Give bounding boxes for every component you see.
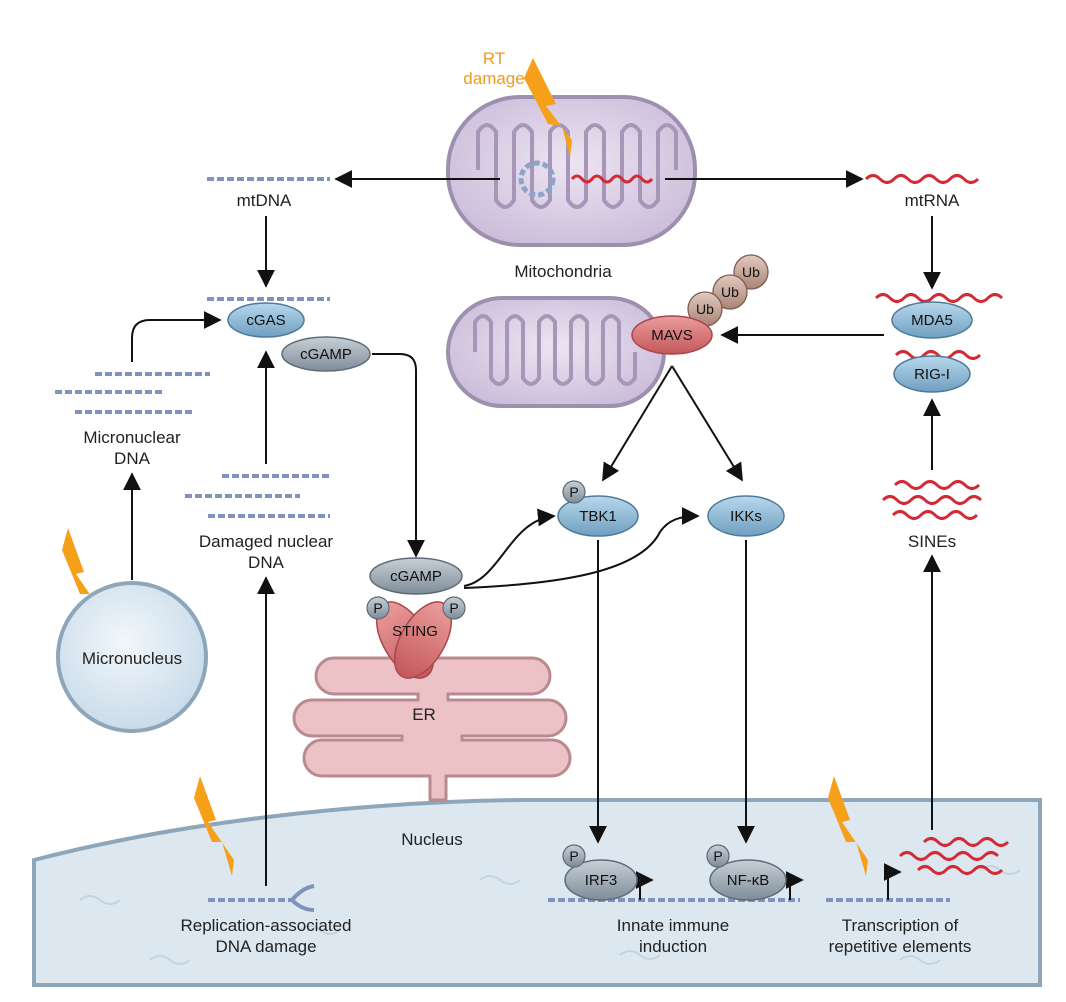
arrow-mavs-to-ikks [671, 365, 743, 482]
innate-label-line2: induction [639, 937, 707, 956]
sting-phospho-right-label: P [449, 600, 458, 616]
nucleus-label: Nucleus [401, 830, 462, 849]
mtrna-label: mtRNA [905, 191, 960, 210]
transcribed-rna-strands [898, 837, 1010, 875]
innate-label-line1: Innate immune [617, 916, 729, 935]
arrow-sting-to-tbk1 [463, 508, 556, 587]
arrows [123, 170, 941, 900]
sines-rna-strands [881, 480, 983, 520]
nucleus [32, 798, 1042, 987]
damaged-nuclear-dna-label-line1: Damaged nuclear [199, 532, 334, 551]
micronuclear-dna-label-line1: Micronuclear [83, 428, 181, 447]
ub-label-2: Ub [721, 284, 739, 300]
transcription-label-line1: Transcription of [842, 916, 959, 935]
rigi-node [893, 355, 971, 393]
mitochondrion-top [446, 95, 697, 247]
mitochondria-label: Mitochondria [514, 262, 612, 281]
replication-label-line2: DNA damage [215, 937, 316, 956]
tbk1-phospho [562, 480, 586, 504]
rt-damage-label-line1: RT [483, 49, 505, 68]
sting-phospho-left-label: P [373, 600, 382, 616]
tbk1-label: TBK1 [579, 508, 617, 525]
irf3-node [564, 859, 638, 901]
irf3-phospho [562, 844, 586, 868]
nfkb-label: NF-κB [727, 872, 770, 889]
promoter-arrow-nfkb [785, 871, 804, 900]
ub-label-1: Ub [696, 301, 714, 317]
lightning-icon-rt [524, 58, 572, 158]
cgas-node [227, 302, 305, 338]
cgamp-sting-label: cGAMP [390, 568, 442, 585]
ikks-label: IKKs [730, 508, 762, 525]
replication-label-line1: Replication-associated [180, 916, 351, 935]
ub-label-3: Ub [742, 264, 760, 280]
transcription-label-line2: repetitive elements [829, 937, 972, 956]
arrow-micronuclear-to-cgas [131, 311, 222, 362]
damaged-nuclear-dna-strands [185, 474, 330, 518]
sting-phospho-right [442, 596, 466, 620]
promoter-arrow-repetitive [883, 863, 902, 900]
endoplasmic-reticulum [292, 656, 572, 802]
irf3-phospho-label: P [569, 848, 578, 864]
cgamp-top-node [281, 336, 371, 372]
promoter-arrow-irf3 [635, 871, 654, 900]
mavs-label: MAVS [651, 327, 692, 344]
cgamp-top-label: cGAMP [300, 346, 352, 363]
cgamp-sting-node [369, 557, 463, 595]
mda5-rna-strand [874, 293, 1004, 360]
micronucleus [56, 581, 208, 733]
tbk1-node [557, 495, 639, 537]
mitochondrion-bottom [446, 296, 666, 408]
ikks-node [707, 495, 785, 537]
lightning-icon-micronucleus [62, 528, 102, 628]
er-label: ER [412, 705, 436, 724]
cgas-label: cGAS [246, 312, 285, 329]
lightning-icon-replication [194, 776, 234, 876]
nfkb-phospho [706, 844, 730, 868]
ub-node-2 [712, 274, 748, 310]
micronucleus-label: Micronucleus [82, 649, 182, 668]
arrow-mavs-to-tbk1 [602, 365, 673, 482]
arrow-sting-to-ikks [463, 507, 700, 589]
rt-damage-label-line2: damage [463, 69, 524, 88]
irf3-label: IRF3 [585, 872, 618, 889]
sines-label: SINEs [908, 532, 956, 551]
damaged-nuclear-dna-label-line2: DNA [248, 553, 285, 572]
micronuclear-dna-strands [55, 372, 210, 414]
replication-dna-strand [208, 884, 315, 912]
sting-phospho-left [366, 596, 390, 620]
tbk1-phospho-label: P [569, 484, 578, 500]
arrow-cgamp-to-sting [372, 353, 425, 558]
nfkb-phospho-label: P [713, 848, 722, 864]
rigi-label: RIG-I [914, 366, 950, 383]
mtrna-strand [864, 174, 980, 184]
mda5-label: MDA5 [911, 312, 953, 329]
sting-label: STING [392, 623, 438, 640]
nfkb-node [709, 859, 787, 901]
lightning-icon-transcription [828, 776, 868, 876]
micronuclear-dna-label-line2: DNA [114, 449, 151, 468]
mtdna-label: mtDNA [237, 191, 292, 210]
mda5-node [891, 301, 973, 339]
mavs-node [631, 315, 713, 355]
